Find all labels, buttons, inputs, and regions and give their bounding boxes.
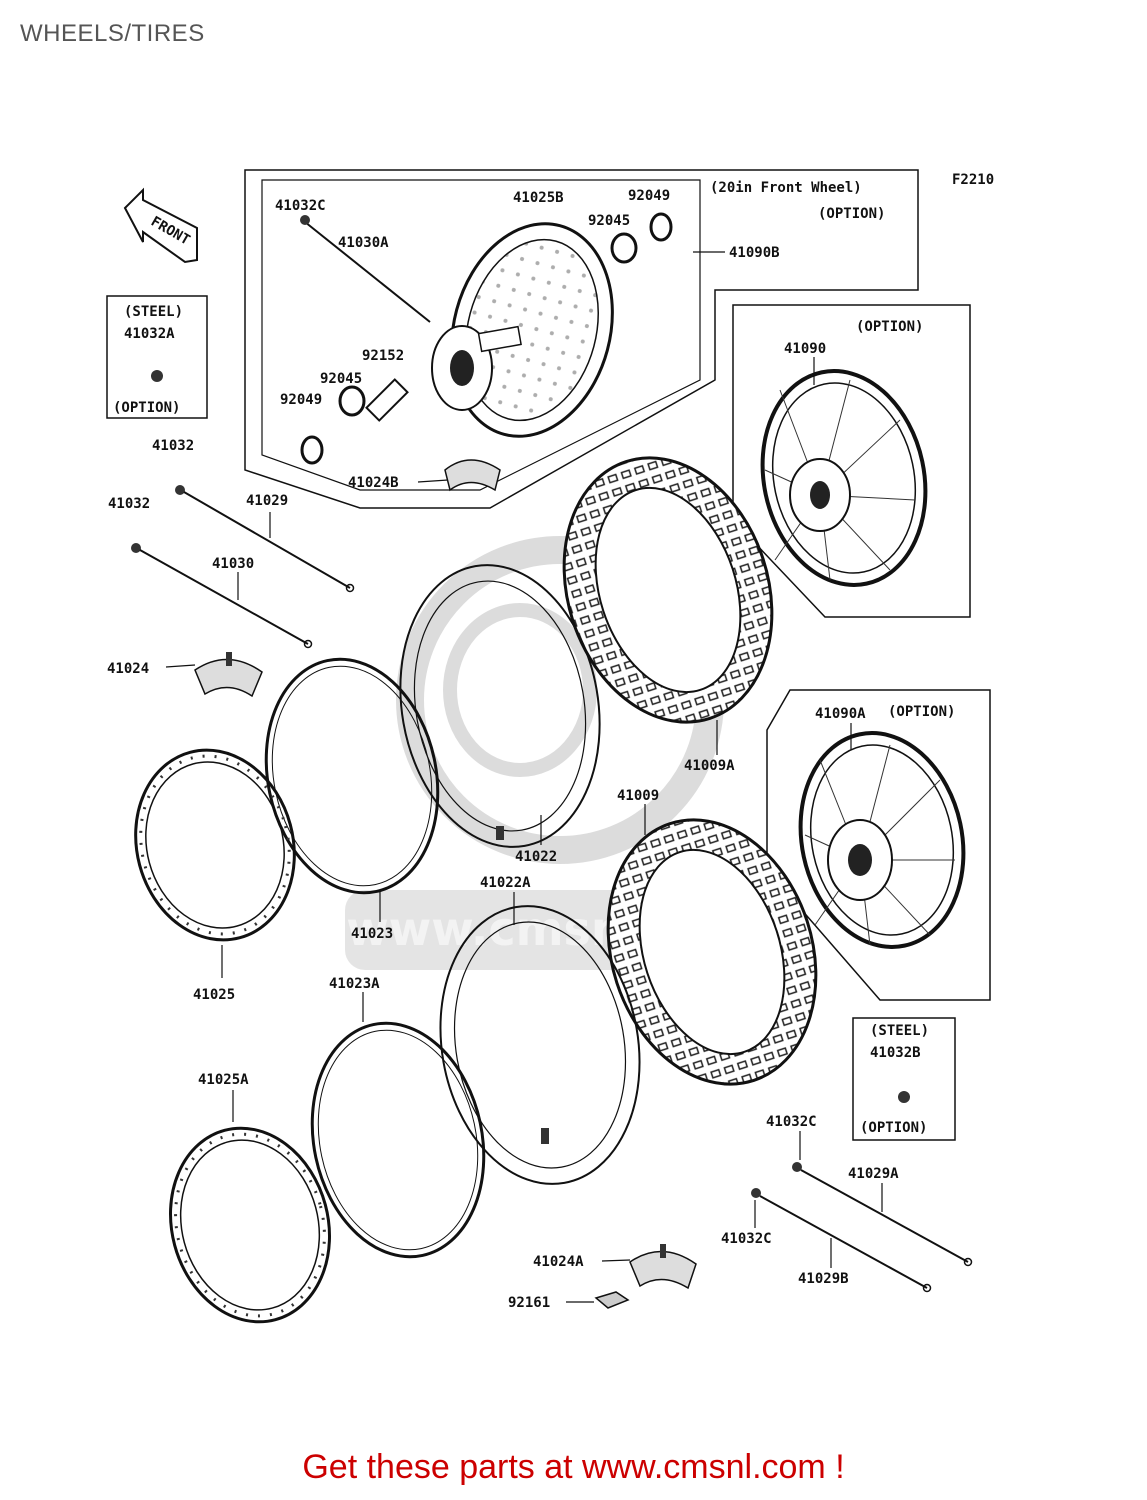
rim-41025: 41025 (134, 748, 296, 1003)
part-41024: 41024 (107, 661, 149, 677)
part-41030: 41030 (212, 556, 254, 572)
part-41022: 41022 (515, 849, 557, 865)
tire-41009a: 41009A (562, 456, 774, 774)
part-92045-left: 92045 (320, 371, 362, 387)
svg-text:(OPTION): (OPTION) (860, 1120, 927, 1136)
part-41029a: 41029A (848, 1166, 899, 1182)
bearing-92045-top (610, 232, 638, 264)
option-label-top: (OPTION) (818, 206, 885, 222)
part-41025: 41025 (193, 987, 235, 1003)
wheel-41090a-option: 41090A (OPTION) (766, 689, 991, 1001)
front-arrow-icon: FRONT (123, 187, 198, 264)
part-92049-top: 92049 (628, 188, 670, 204)
front-wheel-20in-group: (20in Front Wheel) (OPTION) 41032C 41030… (244, 169, 919, 509)
tire-41009: 41009 (606, 788, 818, 1086)
rim-41025a: 41025A (169, 1072, 331, 1324)
part-41032a: 41032A (124, 326, 175, 342)
tube-41022: 41022 (399, 564, 601, 865)
part-41032b: 41032B (870, 1045, 921, 1061)
parts-diagram: www.cmsnl.com F2210 FRONT (20in Front Wh… (106, 169, 994, 1324)
part-41023a: 41023A (329, 976, 380, 992)
spokes-left: 41032 41032 41029 41030 (108, 438, 355, 649)
part-92152: 92152 (362, 348, 404, 364)
part-41032c-right: 41032C (766, 1114, 817, 1130)
part-41032c-top: 41032C (275, 198, 326, 214)
part-41023: 41023 (351, 926, 393, 942)
part-41025b: 41025B (513, 190, 564, 206)
part-92049-left: 92049 (280, 392, 322, 408)
front-wheel-20in-label: (20in Front Wheel) (710, 180, 862, 196)
part-41024b: 41024B (348, 475, 399, 491)
steel-41032a-box: (STEEL) 41032A (OPTION) (106, 295, 208, 419)
part-41025a: 41025A (198, 1072, 249, 1088)
part-92161-group: 92161 (508, 1291, 630, 1311)
seal-92049-left (300, 435, 324, 465)
part-92045-top: 92045 (588, 213, 630, 229)
part-41009a: 41009A (684, 758, 735, 774)
steel-41032b-box: (STEEL) 41032B (OPTION) (852, 1017, 956, 1141)
rim-strip-41023a: 41023A (310, 976, 486, 1259)
part-41090: 41090 (784, 341, 826, 357)
rim-band-41024a: 41024A (533, 1244, 697, 1290)
part-41029: 41029 (246, 493, 288, 509)
svg-text:(OPTION): (OPTION) (113, 400, 180, 416)
part-41032-b: 41032 (108, 496, 150, 512)
page-title: WHEELS/TIRES (20, 20, 205, 47)
wheel-41090-option: (OPTION) 41090 (732, 304, 971, 618)
tube-41022a: 41022A (439, 875, 641, 1185)
part-41090a: 41090A (815, 706, 866, 722)
spokes-right: 41032C 41029A 41032C 41029B (721, 1114, 973, 1293)
svg-text:(OPTION): (OPTION) (888, 704, 955, 720)
part-41029b: 41029B (798, 1271, 849, 1287)
part-41030a: 41030A (338, 235, 389, 251)
part-41022a: 41022A (480, 875, 531, 891)
bearing-92045-left (338, 385, 366, 417)
rim-41025b (450, 222, 614, 438)
part-92161: 92161 (508, 1295, 550, 1311)
seal-92049-top (649, 212, 673, 242)
part-41009: 41009 (617, 788, 659, 804)
part-41032c-bottom: 41032C (721, 1231, 772, 1247)
part-41032-a: 41032 (152, 438, 194, 454)
cta-link[interactable]: Get these parts at www.cmsnl.com ! (302, 1448, 845, 1486)
rim-band-41024: 41024 (107, 652, 263, 698)
svg-text:(STEEL): (STEEL) (124, 304, 183, 320)
figure-code: F2210 (952, 172, 994, 188)
svg-text:(STEEL): (STEEL) (870, 1023, 929, 1039)
svg-text:(OPTION): (OPTION) (856, 319, 923, 335)
part-41024a: 41024A (533, 1254, 584, 1270)
part-41090b: 41090B (729, 245, 780, 261)
